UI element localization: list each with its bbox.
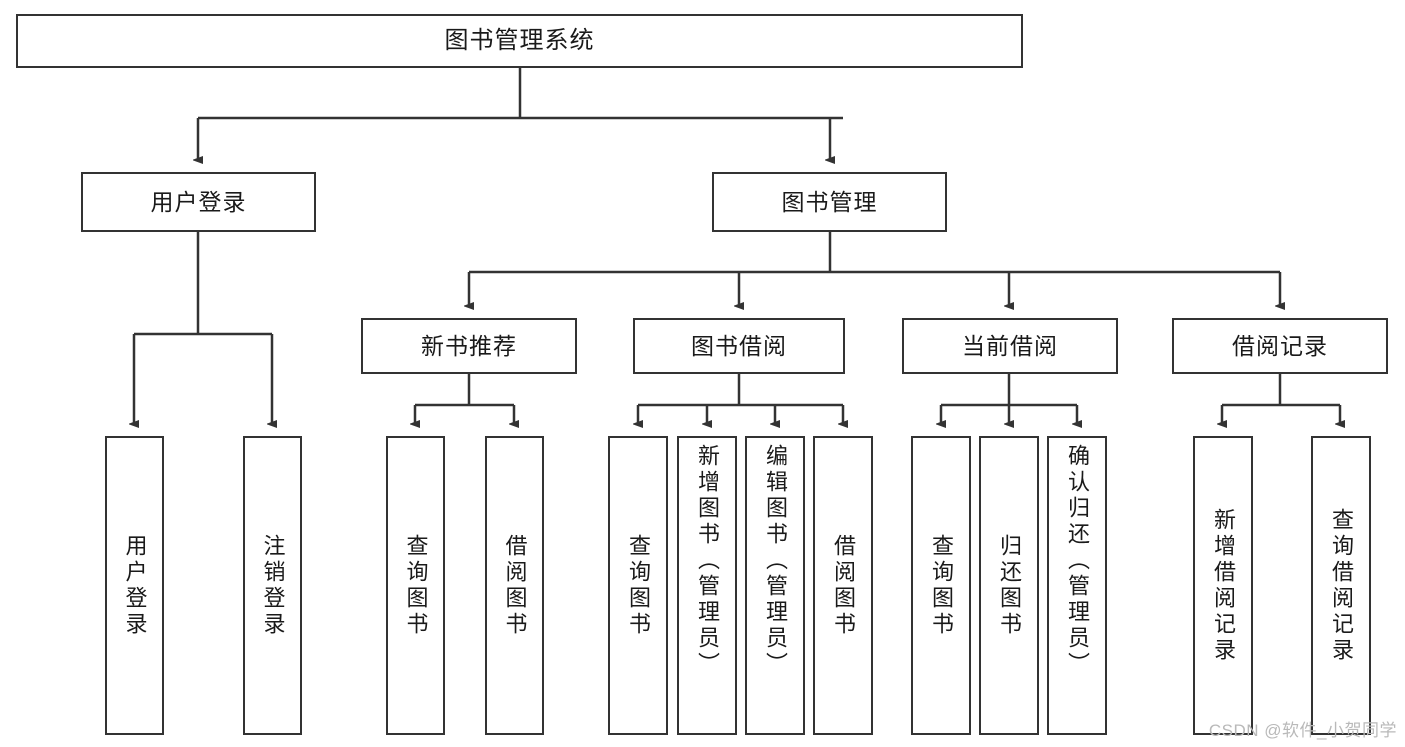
node-current-borrow[interactable]: 当前借阅 (902, 318, 1118, 374)
node-label: 图书管理系统 (444, 27, 595, 55)
leaf-content: 借阅图书 (487, 438, 542, 733)
node-label: 查询图书 (929, 533, 954, 638)
node-root-system[interactable]: 图书管理系统 (16, 14, 1023, 68)
node-label: 查询借阅记录 (1329, 507, 1354, 664)
node-label: 编辑图书（管理员） (763, 444, 788, 678)
node-label: 新书推荐 (421, 332, 517, 359)
leaf-borrow-borrow-book[interactable]: 借阅图书 (813, 436, 873, 735)
node-book-management[interactable]: 图书管理 (712, 172, 947, 232)
leaf-recommend-query-book[interactable]: 查询图书 (386, 436, 445, 735)
leaf-borrow-query-book[interactable]: 查询图书 (608, 436, 668, 735)
leaf-user-login[interactable]: 用户登录 (105, 436, 164, 735)
leaf-content: 查询借阅记录 (1313, 438, 1369, 733)
node-label: 确认归还（管理员） (1065, 444, 1090, 678)
csdn-watermark: CSDN @软件_小贺同学 (1208, 721, 1397, 740)
node-label: 新增借阅记录 (1211, 507, 1236, 664)
leaf-content: 查询图书 (388, 438, 443, 733)
node-book-borrow[interactable]: 图书借阅 (633, 318, 845, 374)
node-label: 当前借阅 (962, 332, 1058, 359)
node-user-login[interactable]: 用户登录 (81, 172, 316, 232)
node-label: 归还图书 (997, 533, 1022, 638)
leaf-content: 查询图书 (610, 438, 666, 733)
leaf-content: 用户登录 (107, 438, 162, 733)
node-label: 图书管理 (781, 188, 878, 215)
node-label: 用户登录 (150, 188, 247, 215)
leaf-content: 归还图书 (981, 438, 1037, 733)
leaf-content: 查询图书 (913, 438, 969, 733)
node-label: 借阅图书 (502, 533, 528, 638)
leaf-content: 注销登录 (245, 438, 300, 733)
leaf-record-add-borrow-record[interactable]: 新增借阅记录 (1193, 436, 1253, 735)
node-label: 新增图书（管理员） (695, 444, 720, 678)
leaf-current-confirm-return-admin[interactable]: 确认归还（管理员） (1047, 436, 1107, 735)
leaf-borrow-add-book-admin[interactable]: 新增图书（管理员） (677, 436, 737, 735)
node-label: 注销登录 (260, 533, 286, 638)
node-label: 图书借阅 (691, 332, 787, 359)
leaf-current-return-book[interactable]: 归还图书 (979, 436, 1039, 735)
leaf-current-query-book[interactable]: 查询图书 (911, 436, 971, 735)
node-label: 用户登录 (122, 533, 148, 638)
node-label: 查询图书 (626, 533, 651, 638)
node-borrow-record[interactable]: 借阅记录 (1172, 318, 1388, 374)
leaf-logout[interactable]: 注销登录 (243, 436, 302, 735)
node-label: 借阅图书 (831, 533, 856, 638)
leaf-content: 新增借阅记录 (1195, 438, 1251, 733)
leaf-borrow-edit-book-admin[interactable]: 编辑图书（管理员） (745, 436, 805, 735)
node-label: 借阅记录 (1232, 332, 1328, 359)
leaf-record-query-borrow-record[interactable]: 查询借阅记录 (1311, 436, 1371, 735)
leaf-content: 编辑图书（管理员） (747, 438, 803, 739)
leaf-recommend-borrow-book[interactable]: 借阅图书 (485, 436, 544, 735)
node-label: 查询图书 (403, 533, 429, 638)
leaf-content: 借阅图书 (815, 438, 871, 733)
node-new-book-recommend[interactable]: 新书推荐 (361, 318, 577, 374)
leaf-content: 新增图书（管理员） (679, 438, 735, 739)
leaf-content: 确认归还（管理员） (1049, 438, 1105, 739)
